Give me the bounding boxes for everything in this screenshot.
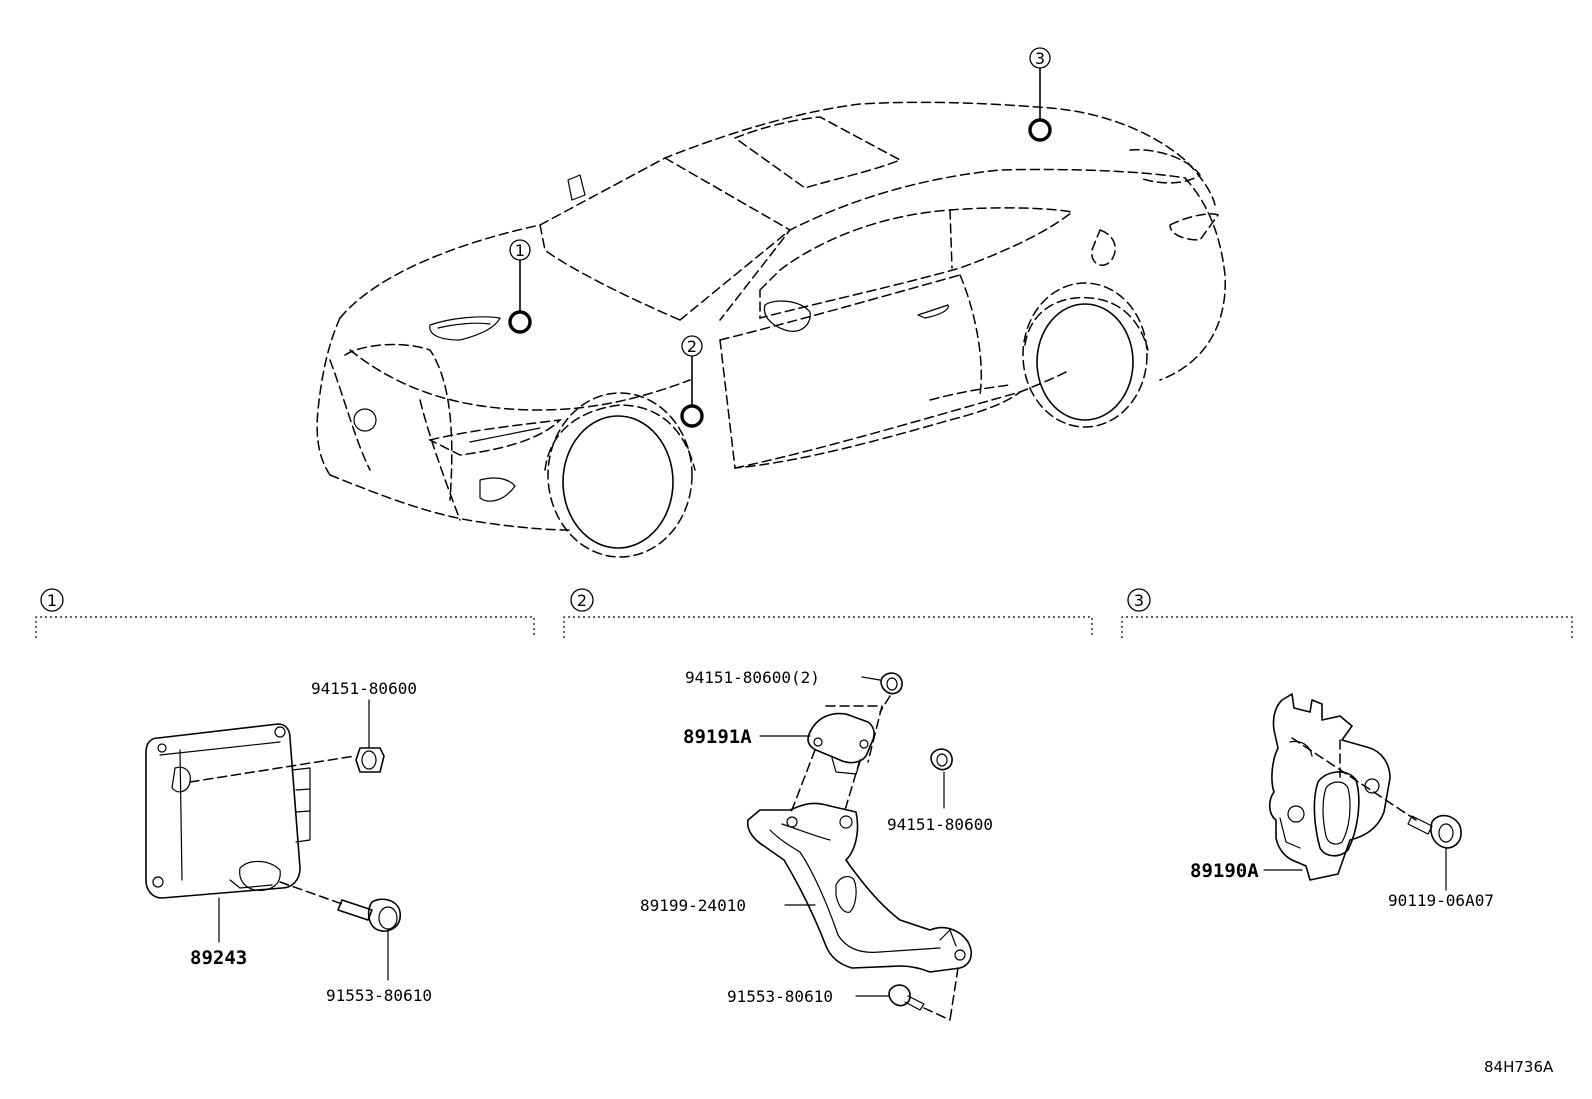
bolt-91553-80610-drawing-s2 xyxy=(855,984,951,1021)
bolt-90119-06a07-drawing xyxy=(1407,814,1462,891)
label-94151-80600-s1: 94151-80600 xyxy=(311,679,417,698)
callout-2-label: 2 xyxy=(687,337,697,356)
label-89199-24010: 89199-24010 xyxy=(640,896,746,915)
reference-code: 84H736A xyxy=(1484,1058,1554,1076)
callout-3-label: 3 xyxy=(1035,49,1045,68)
sensor-89190a-drawing xyxy=(1268,693,1417,881)
callout-3: 3 xyxy=(1028,47,1052,142)
label-89191a: 89191A xyxy=(683,726,752,748)
nut-94151-80600-drawing-s2 xyxy=(930,748,953,809)
section-2-number: 2 xyxy=(577,591,587,610)
label-89190a: 89190A xyxy=(1190,860,1259,882)
car-illustration xyxy=(316,101,1226,558)
section-1-header: 1 xyxy=(35,588,535,638)
sensor-89191a-drawing xyxy=(759,705,883,775)
section-3-parts: 89190A 90119-06A07 xyxy=(1190,693,1494,910)
section-1-number: 1 xyxy=(47,591,57,610)
label-89243: 89243 xyxy=(190,947,247,969)
module-89243-drawing xyxy=(145,723,311,899)
label-90119-06a07: 90119-06A07 xyxy=(1388,891,1494,910)
label-94151-80600-2: 94151-80600(2) xyxy=(685,668,820,687)
section-1-parts: 94151-80600 89243 91553-80610 xyxy=(145,679,432,1005)
nut-94151-80600-drawing xyxy=(189,699,385,783)
location-marker-3 xyxy=(1028,118,1052,142)
label-94151-80600-s2: 94151-80600 xyxy=(887,815,993,834)
section-3-header: 3 xyxy=(1121,588,1573,638)
section-2-header: 2 xyxy=(563,588,1093,638)
callout-1-label: 1 xyxy=(515,241,525,260)
section-2-parts: 94151-80600(2) 89191A 94151-80600 xyxy=(640,668,993,1021)
section-3-number: 3 xyxy=(1134,591,1144,610)
callout-1: 1 xyxy=(508,239,532,334)
label-91553-80610-s2: 91553-80610 xyxy=(727,987,833,1006)
callout-2: 2 xyxy=(680,335,704,428)
location-marker-2 xyxy=(680,404,704,428)
label-91553-80610-s1: 91553-80610 xyxy=(326,986,432,1005)
bolt-91553-80610-drawing xyxy=(279,881,401,981)
bracket-89199-24010-drawing xyxy=(746,802,972,1021)
location-marker-1 xyxy=(508,310,532,334)
